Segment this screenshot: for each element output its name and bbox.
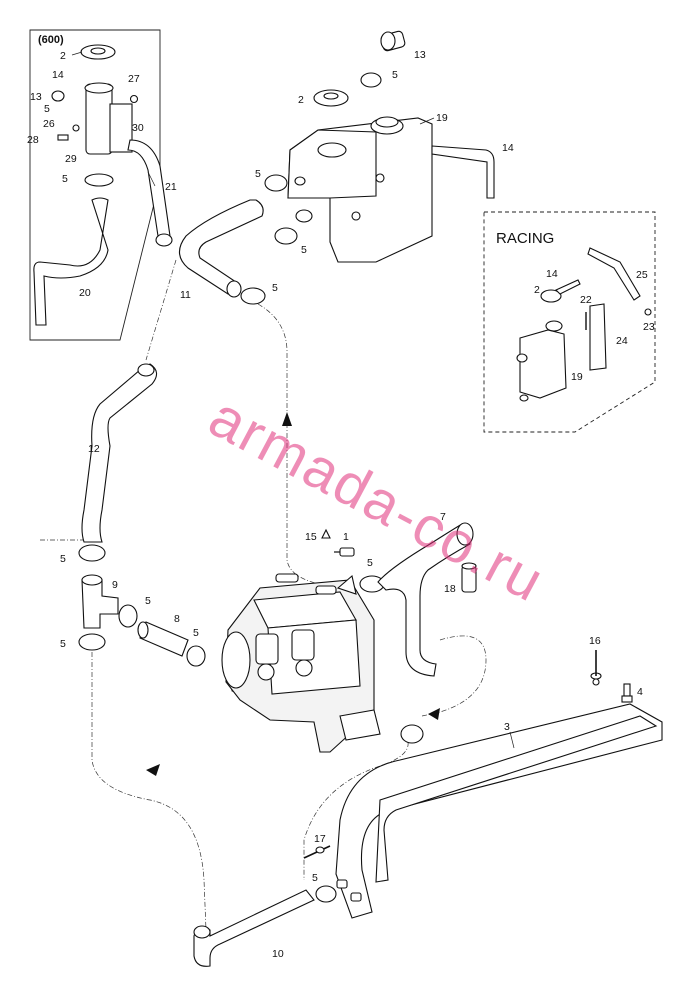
callout-14: 14 [52, 69, 64, 81]
callout-19: 19 [571, 371, 583, 383]
callout-5: 5 [392, 69, 398, 81]
callout-27: 27 [128, 73, 140, 85]
clamp-5f [118, 604, 138, 628]
callout-13: 13 [30, 91, 42, 103]
callout-16: 16 [589, 635, 601, 647]
bleeder-4 [621, 683, 633, 703]
route-line [145, 259, 177, 361]
bracket-inset [109, 103, 133, 153]
clamp-top [360, 72, 382, 88]
callout-3: 3 [504, 721, 510, 733]
callout-22: 22 [580, 294, 592, 306]
inset-600-parts [33, 44, 173, 326]
callout-5: 5 [367, 557, 373, 569]
route-line [303, 741, 409, 880]
callout-18: 18 [444, 583, 456, 595]
racing-label: RACING [496, 230, 554, 247]
inset-600-frame [29, 29, 161, 341]
route-line [257, 303, 331, 587]
callout-9: 9 [112, 579, 118, 591]
callout-5: 5 [44, 103, 50, 115]
callout-30: 30 [132, 122, 144, 134]
racing-bracket-24 [589, 303, 607, 371]
callout-5: 5 [272, 282, 278, 294]
tee-fitting-9 [81, 579, 119, 629]
callout-15: 15 [305, 531, 317, 543]
hose-10 [193, 889, 315, 967]
callout-5: 5 [193, 627, 199, 639]
sealant-drop [321, 528, 331, 539]
callout-7: 7 [440, 511, 446, 523]
callout-20: 20 [79, 287, 91, 299]
callout-25: 25 [636, 269, 648, 281]
callout-5: 5 [60, 638, 66, 650]
callout-12: 12 [88, 443, 100, 455]
racing-cap [540, 289, 562, 303]
callout-28: 28 [27, 134, 39, 146]
clamp-5i [400, 724, 424, 744]
callout-1: 1 [343, 531, 349, 543]
callout-5: 5 [301, 244, 307, 256]
callout-23: 23 [643, 321, 655, 333]
callout-5: 5 [62, 173, 68, 185]
callout-2: 2 [60, 50, 66, 62]
clamp-5b [274, 227, 298, 245]
callout-26: 26 [43, 118, 55, 130]
coolant-reservoir [287, 116, 433, 263]
callout-5: 5 [312, 872, 318, 884]
racing-hose-14 [555, 279, 581, 295]
callout-5: 5 [145, 595, 151, 607]
callout-2: 2 [534, 284, 540, 296]
callout-2: 2 [298, 94, 304, 106]
hose-20-inset [33, 197, 109, 326]
clamp-inset [84, 173, 114, 187]
callout-10: 10 [272, 948, 284, 960]
racing-frame [483, 211, 656, 433]
route-line [421, 635, 487, 717]
hose-11 [178, 199, 264, 295]
callout-14: 14 [546, 268, 558, 280]
callout-21: 21 [165, 181, 177, 193]
callout-11: 11 [180, 289, 191, 301]
rivet-17 [303, 845, 331, 859]
callout-4: 4 [637, 686, 643, 698]
flow-arrow [428, 708, 440, 720]
clamp-5e [78, 633, 106, 651]
bolt-16 [590, 650, 602, 686]
clamp-5j [315, 885, 337, 903]
racing-bracket-25 [587, 247, 641, 301]
callout-8: 8 [174, 613, 180, 625]
callout-19: 19 [436, 112, 448, 124]
engine-assembly [221, 573, 381, 753]
callout-17: 17 [314, 833, 326, 845]
clamp-5d [78, 544, 106, 562]
temperature-sensor [334, 547, 355, 557]
callout-13: 13 [414, 49, 426, 61]
racing-parts [516, 247, 652, 402]
clamp-5a [264, 174, 288, 192]
callout-5: 5 [255, 168, 261, 180]
hose-21-inset [127, 139, 171, 237]
radiator-cap-top [313, 89, 349, 107]
filler-neck-inset [85, 83, 113, 155]
heat-exchanger-3 [335, 703, 663, 919]
inset-600-label: (600) [38, 34, 64, 46]
clamp-5g [186, 645, 206, 667]
callout-29: 29 [65, 153, 77, 165]
plug-13-inset [51, 90, 65, 102]
hose-12 [81, 363, 158, 543]
racing-reservoir [519, 329, 567, 399]
clamp-5c [240, 287, 266, 305]
cap-13-top [380, 30, 406, 52]
callout-5: 5 [60, 553, 66, 565]
flow-arrow [282, 412, 292, 426]
hose-14-top [431, 145, 495, 199]
callout-14: 14 [502, 142, 514, 154]
callout-24: 24 [616, 335, 628, 347]
flow-arrow [146, 764, 160, 776]
route-line [91, 652, 207, 931]
